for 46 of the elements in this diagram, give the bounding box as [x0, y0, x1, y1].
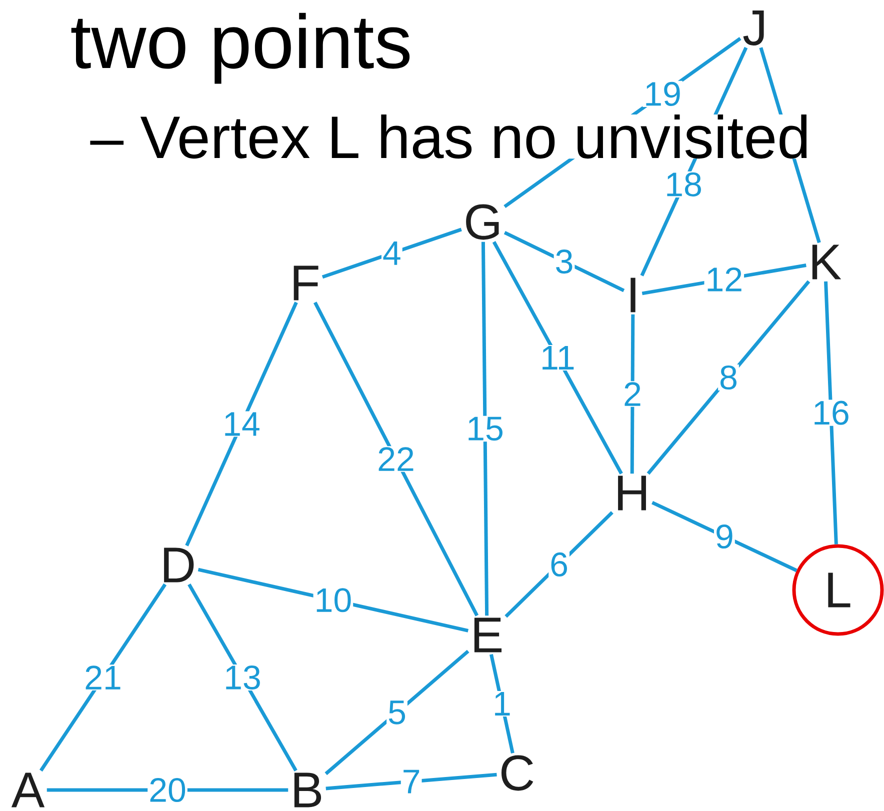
- slide-text: two points: [70, 12, 412, 84]
- vertex-label: C: [502, 755, 534, 791]
- vertex-label: H: [618, 476, 646, 510]
- graph-edge: [326, 772, 497, 790]
- edge-weight: 11: [539, 345, 576, 370]
- graph-edge: [39, 583, 167, 772]
- graph-edge: [824, 281, 838, 544]
- edge-weight: 4: [381, 240, 402, 266]
- edge-weight: 9: [714, 523, 735, 550]
- edge-weight: 19: [642, 80, 682, 107]
- edge-weight: 7: [400, 768, 422, 794]
- edge-weight: 8: [718, 364, 739, 391]
- vertex-label: D: [164, 548, 194, 582]
- vertex-label: I: [630, 278, 636, 312]
- edge-weight: 16: [811, 400, 851, 426]
- graph-edge: [492, 241, 623, 474]
- vertex-label: J: [743, 10, 764, 46]
- slide-text: – Vertex L has no unvisited: [90, 114, 811, 159]
- graph-edge: [188, 584, 298, 772]
- highlighted-vertex: L: [792, 544, 884, 636]
- vertex-label: E: [474, 618, 502, 652]
- vertex-label: K: [812, 244, 842, 280]
- edge-weight: 12: [704, 266, 744, 292]
- edge-weight: 10: [313, 587, 354, 614]
- edge-weight: 21: [83, 664, 123, 690]
- edge-weight: 22: [376, 446, 416, 472]
- vertex-label: F: [294, 266, 318, 300]
- vertex-label: G: [466, 204, 499, 240]
- graph-edge: [185, 302, 298, 546]
- graph-edge: [481, 242, 489, 616]
- edge-weight: 13: [222, 664, 262, 691]
- graph-edge: [313, 302, 479, 616]
- edge-weight: 18: [664, 171, 704, 198]
- vertex-label: B: [294, 772, 322, 808]
- edge-weight: 15: [465, 416, 505, 442]
- edge-weight: 3: [554, 248, 575, 275]
- edge-weight: 5: [386, 700, 408, 726]
- edge-weight: 14: [222, 411, 262, 437]
- vertex-label: A: [11, 772, 45, 808]
- edge-weight: 20: [148, 776, 188, 804]
- edge-weight: 2: [622, 381, 643, 407]
- graph-edge: [324, 650, 470, 776]
- graph-edge: [646, 280, 810, 475]
- graph-edge: [652, 500, 798, 572]
- edge-weight: 1: [492, 691, 512, 716]
- edge-weight: 6: [548, 551, 570, 578]
